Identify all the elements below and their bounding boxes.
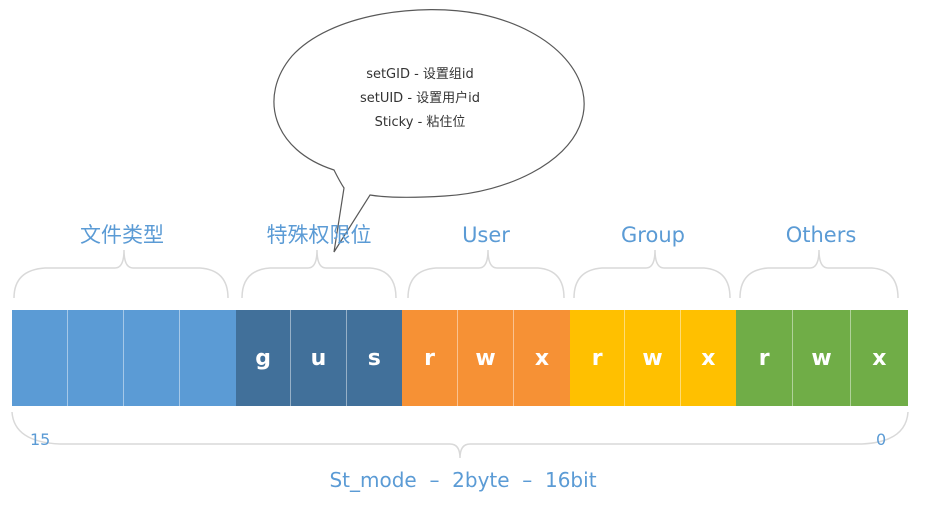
- bit-cell-special-0: g: [236, 310, 292, 406]
- bubble-line-sticky: Sticky - 粘住位: [374, 115, 466, 130]
- bit-cell-others-2: x: [850, 310, 908, 406]
- bit-cell-user-1: w: [458, 310, 514, 406]
- label-user: User: [462, 223, 510, 247]
- st-mode-caption: St_mode – 2byte – 16bit: [329, 468, 597, 492]
- bit-cell-others-1: w: [793, 310, 851, 406]
- speech-bubble: [273, 9, 585, 253]
- bubble-line-setgid: setGID - 设置组id: [366, 67, 474, 82]
- bit-cell-file-type-0: [12, 310, 68, 406]
- bit-cell-user-0: r: [402, 310, 458, 406]
- bit-cell-group-1: w: [625, 310, 681, 406]
- bit-cell-special-1: u: [291, 310, 347, 406]
- bit-cell-file-type-2: [124, 310, 180, 406]
- label-special-bits: 特殊权限位: [266, 223, 372, 247]
- brace-special-bits: [241, 249, 397, 299]
- bit-index-high: 15: [30, 430, 51, 449]
- bit-cell-file-type-3: [180, 310, 236, 406]
- brace-file-type: [13, 249, 229, 299]
- label-file-type: 文件类型: [80, 223, 164, 247]
- brace-st-mode: [11, 411, 909, 459]
- bit-index-low: 0: [876, 430, 887, 449]
- brace-group: [573, 249, 731, 299]
- speech-bubble-text: setGID - 设置组id setUID - 设置用户id Sticky - …: [300, 63, 540, 135]
- bit-cell-file-type-1: [68, 310, 124, 406]
- bit-cell-others-0: r: [736, 310, 794, 406]
- label-others: Others: [785, 223, 857, 247]
- label-group: Group: [621, 223, 685, 247]
- brace-others: [739, 249, 899, 299]
- bit-cell-user-2: x: [514, 310, 570, 406]
- brace-user: [407, 249, 565, 299]
- bit-cell-group-2: x: [680, 310, 736, 406]
- bit-cell-group-0: r: [570, 310, 626, 406]
- bubble-line-setuid: setUID - 设置用户id: [359, 91, 481, 106]
- bit-cell-special-2: s: [346, 310, 402, 406]
